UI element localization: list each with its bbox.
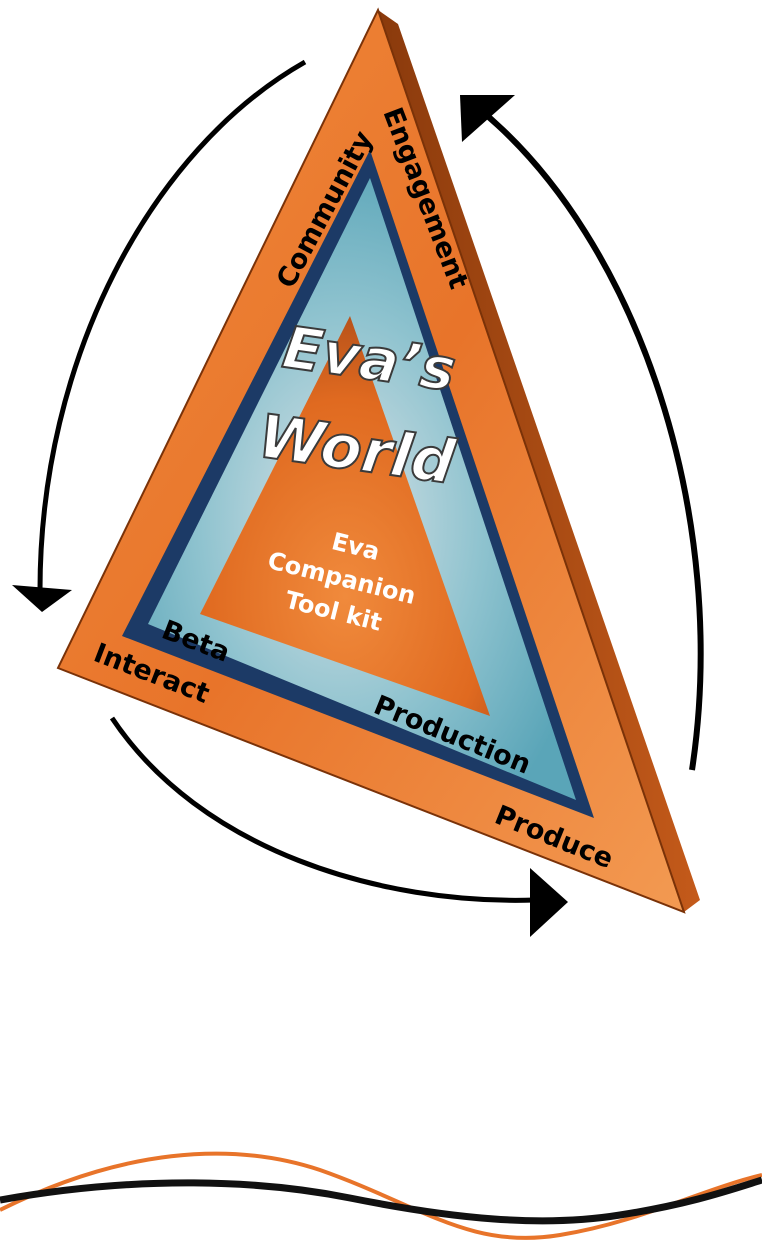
arrow-left-arc: [37, 59, 307, 591]
wave-dark: [0, 1176, 762, 1225]
arrow-bottom-head-icon: [530, 868, 568, 937]
arrow-right-arc: [476, 105, 704, 771]
arrow-bottom-arc: [109, 716, 536, 903]
cycle-arrows: [12, 59, 704, 937]
outer-triangle-side: [378, 10, 700, 912]
decorative-waves: [0, 1151, 762, 1240]
wave-orange: [0, 1151, 762, 1240]
arrow-right-head-icon: [460, 95, 515, 142]
inner-triangle: [200, 316, 490, 716]
arrow-left-head-icon: [12, 585, 72, 612]
